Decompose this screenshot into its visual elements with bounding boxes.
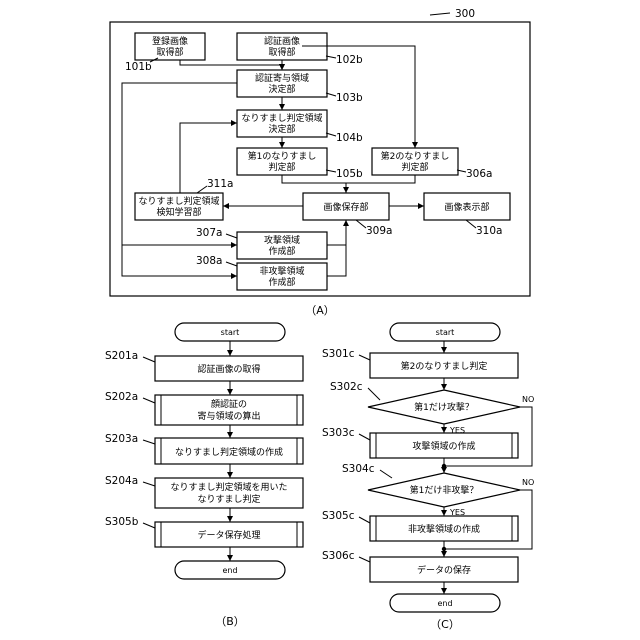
svg-text:第1のなりすまし: 第1のなりすまし — [248, 150, 317, 162]
svg-text:非攻撃領域の作成: 非攻撃領域の作成 — [408, 523, 480, 535]
box-contribution-region: 認証寄与領域 決定部 — [237, 70, 327, 97]
box-first-judge: 第1のなりすまし 判定部 — [237, 148, 327, 175]
svg-text:S305c: S305c — [322, 510, 355, 522]
svg-text:S303c: S303c — [322, 427, 355, 439]
ref-105b: 105b — [336, 168, 363, 180]
svg-text:データ保存処理: データ保存処理 — [197, 529, 260, 541]
svg-text:end: end — [437, 599, 452, 608]
svg-text:start: start — [221, 328, 240, 337]
box-registration-acquisition: 登録画像 取得部 — [135, 33, 205, 60]
svg-text:なりすまし判定領域: なりすまし判定領域 — [241, 112, 322, 124]
svg-text:画像保存部: 画像保存部 — [323, 201, 368, 213]
caption-b: （B） — [215, 615, 245, 628]
svg-text:S301c: S301c — [322, 348, 355, 360]
svg-text:S202a: S202a — [105, 391, 138, 403]
svg-text:登録画像: 登録画像 — [152, 35, 188, 47]
svg-text:決定部: 決定部 — [268, 123, 295, 135]
svg-text:第2のなりすまし判定: 第2のなりすまし判定 — [401, 360, 488, 372]
ref-310a: 310a — [476, 225, 502, 237]
svg-text:作成部: 作成部 — [268, 245, 295, 257]
svg-text:画像表示部: 画像表示部 — [444, 201, 489, 213]
box-image-display: 画像表示部 — [424, 193, 510, 220]
svg-text:判定部: 判定部 — [268, 161, 295, 173]
svg-text:認証画像の取得: 認証画像の取得 — [197, 363, 260, 375]
box-second-judge: 第2のなりすまし 判定部 — [372, 148, 458, 175]
svg-text:S305b: S305b — [105, 516, 139, 528]
svg-text:検知学習部: 検知学習部 — [156, 206, 201, 218]
svg-text:NO: NO — [522, 395, 534, 404]
ref-103b: 103b — [336, 92, 363, 104]
svg-text:end: end — [222, 566, 237, 575]
svg-text:第2のなりすまし: 第2のなりすまし — [381, 150, 450, 162]
svg-text:顔認証の: 顔認証の — [211, 398, 247, 410]
svg-text:S201a: S201a — [105, 350, 138, 362]
ref-309a: 309a — [366, 225, 392, 237]
svg-text:認証画像: 認証画像 — [264, 35, 300, 47]
svg-text:なりすまし判定領域の作成: なりすまし判定領域の作成 — [175, 446, 283, 458]
svg-text:NO: NO — [522, 478, 534, 487]
ref-300: 300 — [455, 8, 475, 20]
svg-text:start: start — [436, 328, 455, 337]
svg-text:作成部: 作成部 — [268, 276, 295, 288]
svg-text:判定部: 判定部 — [401, 161, 428, 173]
ref-101b: 101b — [125, 61, 152, 73]
svg-text:S302c: S302c — [330, 381, 363, 393]
box-attack-region: 攻撃領域 作成部 — [237, 232, 327, 259]
caption-a: （A） — [305, 304, 335, 317]
svg-text:S306c: S306c — [322, 550, 355, 562]
svg-text:決定部: 決定部 — [268, 83, 295, 95]
svg-text:攻撃領域の作成: 攻撃領域の作成 — [412, 440, 475, 452]
box-image-storage: 画像保存部 — [303, 193, 389, 220]
svg-text:S304c: S304c — [342, 463, 375, 475]
svg-text:なりすまし判定: なりすまし判定 — [197, 493, 260, 505]
svg-text:S204a: S204a — [105, 475, 138, 487]
ref-306a: 306a — [466, 168, 492, 180]
svg-text:取得部: 取得部 — [156, 46, 183, 58]
ref-104b: 104b — [336, 132, 363, 144]
box-learning: なりすまし判定領域 検知学習部 — [135, 193, 223, 220]
panel-b: start 認証画像の取得 S201a 顔認証の 寄与領域の算出 S202a な… — [105, 323, 303, 628]
ref-102b: 102b — [336, 54, 363, 66]
caption-c: （C） — [430, 618, 460, 631]
svg-text:攻撃領域: 攻撃領域 — [264, 234, 300, 246]
box-spoof-region-decision: なりすまし判定領域 決定部 — [237, 110, 327, 137]
svg-text:データの保存: データの保存 — [417, 564, 471, 576]
svg-text:非攻撃領域: 非攻撃領域 — [259, 265, 304, 277]
panel-a: 300 登録画像 取得部 認証画像 取得部 認証寄与領域 決定部 なりすまし判定… — [110, 8, 530, 317]
svg-text:S203a: S203a — [105, 433, 138, 445]
svg-text:取得部: 取得部 — [268, 46, 295, 58]
ref-311a: 311a — [207, 178, 233, 190]
svg-text:第1だけ攻撃？: 第1だけ攻撃？ — [414, 401, 474, 413]
svg-text:第1だけ非攻撃？: 第1だけ非攻撃？ — [410, 484, 479, 496]
svg-text:なりすまし判定領域: なりすまし判定領域 — [138, 195, 219, 207]
ref-307a: 307a — [196, 227, 222, 239]
svg-text:寄与領域の算出: 寄与領域の算出 — [197, 410, 260, 422]
svg-text:認証寄与領域: 認証寄与領域 — [255, 72, 309, 84]
panel-c: start 第2のなりすまし判定 S301c 第1だけ攻撃？ S302c NO … — [322, 323, 534, 631]
leader-300 — [430, 13, 450, 15]
ref-308a: 308a — [196, 255, 222, 267]
svg-text:なりすまし判定領域を用いた: なりすまし判定領域を用いた — [170, 481, 287, 493]
box-nonattack-region: 非攻撃領域 作成部 — [237, 263, 327, 290]
